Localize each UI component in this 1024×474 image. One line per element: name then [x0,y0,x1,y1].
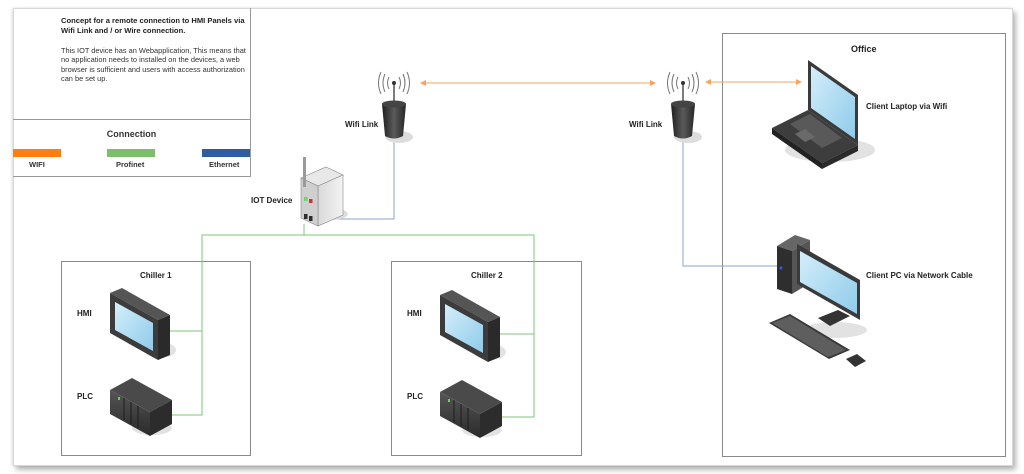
legend-swatch-profinet [107,149,155,157]
plc-icon [110,378,172,436]
chiller1-title: Chiller 1 [140,271,172,280]
chiller2-container [391,261,582,456]
laptop-icon [772,60,875,169]
info-panel: Concept for a remote connection to HMI P… [13,8,251,177]
info-divider [13,119,250,120]
legend-title: Connection [106,129,157,139]
client-pc-label: Client PC via Network Cable [866,271,973,280]
legend-label-ethernet: Ethernet [209,160,240,169]
plc-icon [440,380,502,438]
chiller1-plc-label: PLC [77,392,93,401]
profinet-line-chiller1-plc [170,331,203,416]
wifi-antenna-icon [378,71,413,143]
chiller2-hmi-label: HMI [407,309,422,318]
info-description: This IOT device has an Webapplication, T… [61,46,246,83]
legend-swatch-wifi [13,149,61,157]
chiller2-plc-label: PLC [407,392,423,401]
client-laptop-label: Client Laptop via Wifi [866,102,948,111]
iot-device-label: IOT Device [251,196,293,205]
legend-label-profinet: Profinet [116,160,145,169]
wifi-link-right-label: Wifi Link [629,120,663,129]
hmi-panel-icon [110,288,176,360]
info-title: Concept for a remote connection to HMI P… [61,16,245,35]
profinet-line-chiller1-hmi [170,224,305,332]
chiller2-title: Chiller 2 [471,271,503,280]
router-icon [300,157,348,227]
profinet-line-chiller2-hmi [304,234,535,335]
legend-swatch-ethernet [202,149,250,157]
ethernet-line-pc [682,140,780,267]
chiller1-container [61,261,251,456]
office-title: Office [851,44,877,54]
hmi-panel-icon [440,290,506,362]
desktop-pc-icon [769,235,867,367]
chiller1-hmi-label: HMI [77,309,92,318]
wifi-antenna-icon [667,71,702,143]
office-container [722,33,1006,457]
profinet-line-chiller2-plc [500,334,535,418]
legend-label-wifi: WIFI [29,160,45,169]
wifi-link-left-label: Wifi Link [345,120,379,129]
